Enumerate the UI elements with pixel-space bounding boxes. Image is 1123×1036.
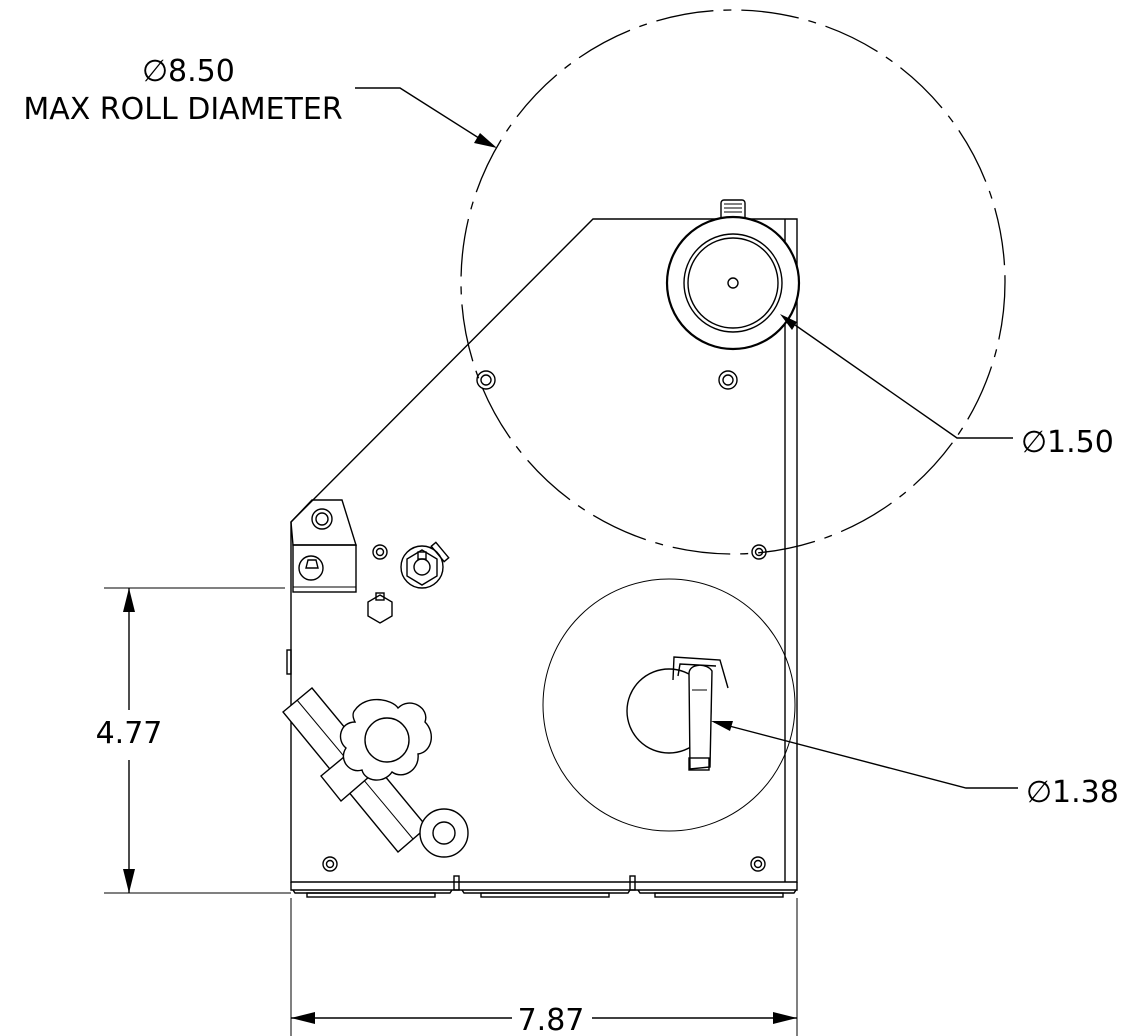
lock-collar — [367, 541, 450, 624]
hub-diameter-value: 1.50 — [1047, 425, 1114, 460]
mounting-holes — [322, 370, 767, 872]
upper-left-bracket — [290, 499, 357, 593]
base-feet — [290, 875, 798, 898]
max-roll-value: 8.50 — [168, 54, 235, 89]
core-diameter-dimension — [711, 721, 1018, 789]
max-roll-caption: MAX ROLL DIAMETER — [23, 92, 342, 127]
max-roll-dimension — [355, 87, 497, 148]
max-roll-symbol: ∅ — [142, 54, 168, 89]
height-value: 4.77 — [96, 716, 163, 751]
hub-diameter-dimension — [780, 314, 1013, 439]
core-diameter-value: 1.38 — [1052, 775, 1119, 810]
unwind-hub — [665, 199, 801, 351]
width-value: 7.87 — [518, 1003, 585, 1036]
hub-diameter-symbol: ∅ — [1021, 425, 1047, 460]
core-diameter-symbol: ∅ — [1026, 775, 1052, 810]
height-dimension — [104, 587, 291, 894]
max-roll-outline — [460, 9, 1006, 555]
tension-knob-assembly — [282, 687, 469, 858]
rewind-roll — [542, 578, 796, 832]
width-dimension — [290, 898, 798, 1036]
body-plate — [286, 218, 798, 883]
